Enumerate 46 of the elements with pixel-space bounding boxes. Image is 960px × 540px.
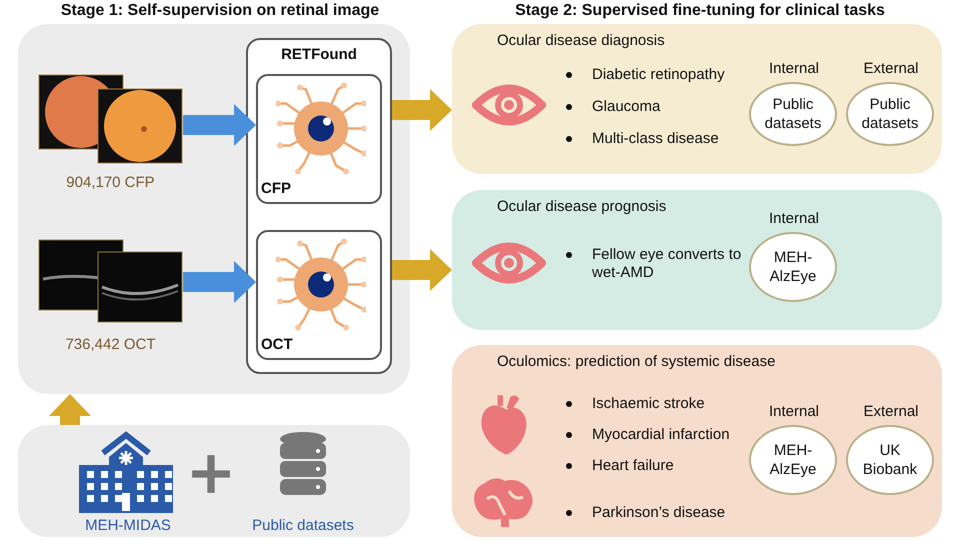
dataset-circle: Public datasets — [749, 82, 837, 146]
column-heading: Internal — [768, 403, 820, 421]
encoder-label: CFP — [261, 180, 292, 198]
block-arrow — [49, 394, 91, 425]
encoder-label: OCT — [261, 336, 294, 354]
column-heading: Internal — [768, 60, 820, 78]
list-item: Heart failure — [592, 457, 675, 475]
task-panel — [452, 190, 942, 330]
list-item: Parkinson’s disease — [592, 504, 726, 522]
stage-title: Stage 2: Supervised fine-tuning for clinical tasks — [514, 2, 886, 20]
stage-panel — [18, 24, 410, 394]
list-item: Myocardial infarction — [592, 426, 731, 444]
task-panel — [452, 345, 942, 537]
dataset-circle: Public datasets — [846, 82, 934, 146]
dataset-circle: UK Biobank — [846, 425, 934, 495]
source-panel — [18, 425, 410, 537]
dataset-circle: MEH-AlzEye — [749, 425, 837, 495]
block-arrow — [183, 104, 256, 146]
image-count: 736,442 OCT — [64, 336, 157, 354]
image-count: 904,170 CFP — [65, 174, 156, 192]
list-item: Multi-class disease — [592, 130, 720, 148]
fundus-photo-pair — [38, 74, 183, 164]
column-heading: External — [862, 60, 920, 78]
dataset-circle: MEH-AlzEye — [749, 232, 837, 302]
source-name: MEH-MIDAS — [84, 517, 172, 535]
database-icon — [278, 431, 328, 495]
list-item: Ischaemic stroke — [592, 395, 706, 413]
list-item: Diabetic retinopathy — [592, 66, 726, 84]
model-box — [246, 38, 392, 374]
oct-scan-pair — [38, 239, 183, 324]
section-heading: Ocular disease prognosis — [497, 198, 668, 216]
block-arrow — [183, 261, 256, 303]
model-name: RETFound — [280, 46, 358, 64]
column-heading: Internal — [768, 210, 820, 228]
task-panel — [452, 24, 942, 174]
encoder-box — [256, 230, 382, 360]
stage-title: Stage 1: Self-supervision on retinal image — [60, 2, 380, 20]
source-name: Public datasets — [251, 517, 355, 535]
column-heading: External — [862, 403, 920, 421]
section-heading: Ocular disease diagnosis — [497, 32, 666, 50]
section-heading: Oculomics: prediction of systemic disease — [497, 353, 776, 371]
block-arrow — [392, 89, 452, 131]
block-arrow — [392, 249, 452, 291]
encoder-box — [256, 74, 382, 204]
list-item: Glaucoma — [592, 98, 662, 116]
list-item: Fellow eye converts to wet-AMD — [592, 246, 742, 282]
